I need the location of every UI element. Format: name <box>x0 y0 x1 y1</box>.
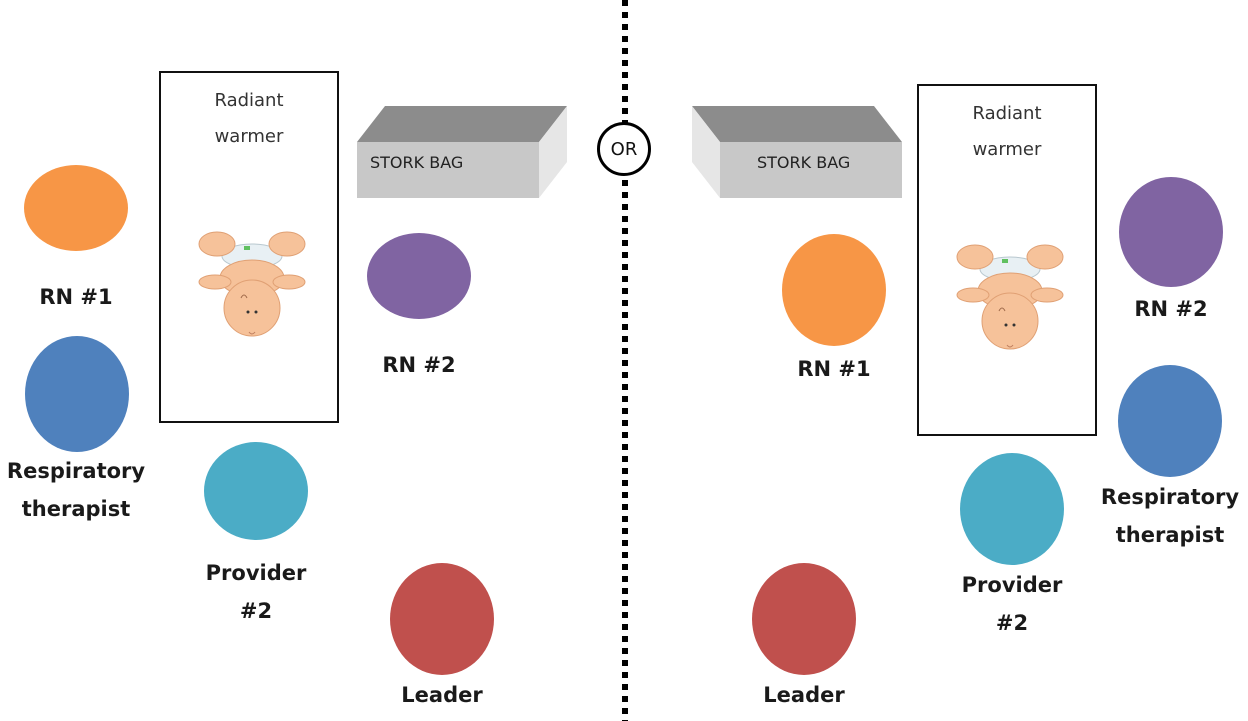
rn2-label: RN #2 <box>382 353 456 377</box>
radiant-warmer-label: Radiant warmer <box>919 96 1095 168</box>
radiant-warmer-label-line1: Radiant <box>214 90 284 111</box>
respiratory-therapist-marker <box>25 336 129 452</box>
radiant-warmer-label: Radiant warmer <box>161 83 337 155</box>
provider2-label-line2: #2 <box>995 611 1029 635</box>
radiant-warmer-label-line1: Radiant <box>972 103 1042 124</box>
rn2-marker <box>1119 177 1223 287</box>
stork-bag <box>357 106 567 198</box>
provider2-marker <box>960 453 1064 565</box>
provider2-marker <box>204 442 308 540</box>
leader-marker <box>752 563 856 675</box>
provider2-label: Provider #2 <box>940 566 1084 642</box>
respiratory-therapist-label-line2: therapist <box>1115 523 1225 547</box>
provider2-label-line1: Provider <box>961 573 1063 597</box>
respiratory-therapist-label-line1: Respiratory <box>1100 485 1240 509</box>
arrangement-right: STORK BAG RN #1 Radiant warmer RN #2 Res… <box>624 0 1248 721</box>
radiant-warmer-label-line2: warmer <box>214 126 284 147</box>
rn1-label: RN #1 <box>39 285 113 309</box>
or-badge: OR <box>597 122 651 176</box>
respiratory-therapist-label-line2: therapist <box>21 497 131 521</box>
rn1-marker <box>24 165 128 251</box>
rn2-label: RN #2 <box>1134 297 1208 321</box>
infant-illustration <box>956 244 1064 350</box>
rn1-label: RN #1 <box>797 357 871 381</box>
leader-label: Leader <box>401 683 483 707</box>
respiratory-therapist-label: Respiratory therapist <box>1094 478 1246 554</box>
provider2-label: Provider #2 <box>186 554 326 630</box>
leader-label: Leader <box>763 683 845 707</box>
radiant-warmer: Radiant warmer <box>159 71 339 423</box>
stork-bag-label: STORK BAG <box>370 153 464 172</box>
radiant-warmer: Radiant warmer <box>917 84 1097 436</box>
radiant-warmer-label-line2: warmer <box>972 139 1042 160</box>
leader-marker <box>390 563 494 675</box>
respiratory-therapist-marker <box>1118 365 1222 477</box>
rn1-marker <box>782 234 886 346</box>
arrangement-left: RN #1 Respiratory therapist Radiant warm… <box>0 71 567 707</box>
rn2-marker <box>367 233 471 319</box>
stork-bag <box>692 106 902 198</box>
stork-bag-label: STORK BAG <box>757 153 851 172</box>
dotted-divider <box>622 0 628 721</box>
respiratory-therapist-label: Respiratory therapist <box>0 452 152 528</box>
respiratory-therapist-label-line1: Respiratory <box>6 459 146 483</box>
provider2-label-line2: #2 <box>239 599 273 623</box>
infant-illustration <box>198 231 306 337</box>
provider2-label-line1: Provider <box>205 561 307 585</box>
